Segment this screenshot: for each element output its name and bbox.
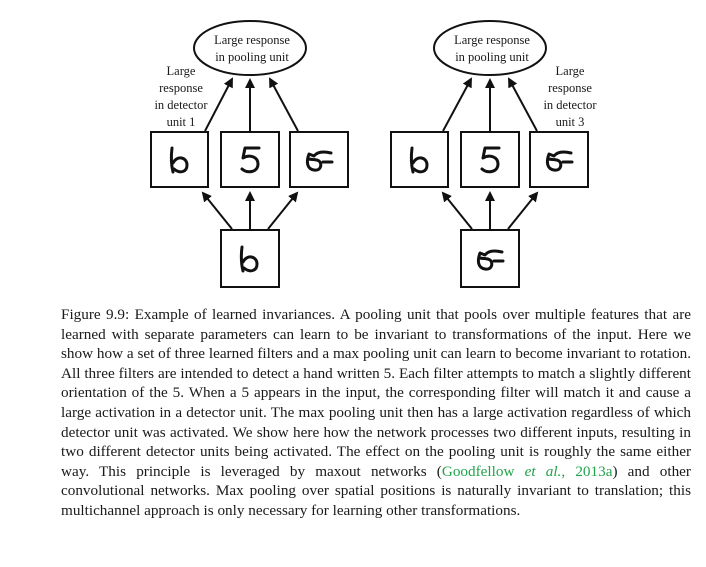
arrow-in-d1-left	[201, 191, 233, 230]
arrow-d3-pool-right	[508, 77, 538, 132]
detector-note-left-line2: response	[159, 81, 203, 95]
detector-note-right-line3: in detector	[543, 98, 597, 112]
detector-note-right-line2: response	[548, 81, 592, 95]
citation-author: Goodfellow	[441, 462, 525, 480]
arrow-d1-pool-left	[204, 77, 233, 132]
invariance-figure: Large response in pooling unit Large res…	[150, 20, 597, 288]
citation-etal: et al.	[524, 462, 562, 480]
detector-note-right-line1: Large	[556, 64, 585, 78]
arrow-d3-pool-left	[269, 77, 299, 132]
detector-note-left-line4: unit 1	[167, 115, 196, 129]
detector-note-right: Large response in detector unit 3	[543, 64, 597, 129]
pooling-unit-left	[193, 20, 307, 76]
detector-box-right-1	[390, 131, 449, 188]
pooling-label-left-line2: in pooling unit	[215, 50, 289, 64]
arrow-in-d1-right	[441, 191, 473, 230]
caption-text-end: ) and other convolutional networks. Max …	[61, 462, 691, 519]
pooling-label-right-line2: in pooling unit	[455, 50, 529, 64]
pooling-label-right-line1: Large response	[454, 33, 530, 47]
detector-box-left-2	[220, 131, 280, 188]
caption-text: Figure 9.9: Example of learned invarianc…	[61, 306, 691, 480]
arrow-d1-pool-right	[442, 77, 472, 132]
input-box-left	[220, 229, 280, 288]
left-network: Large response in pooling unit Large res…	[150, 20, 349, 288]
pooling-label-left-line1: Large response	[214, 33, 290, 47]
pooling-unit-right	[433, 20, 547, 76]
detector-box-right-2	[460, 131, 520, 188]
arrow-in-d3-right	[507, 191, 539, 230]
input-box-right	[460, 229, 520, 288]
detector-note-left-line1: Large	[167, 64, 196, 78]
arrow-in-d3-left	[267, 191, 299, 230]
citation-year: , 2013a	[561, 462, 613, 480]
figure-caption: Figure 9.9: Example of learned invarianc…	[61, 305, 691, 521]
citation-link[interactable]: Goodfellow et al., 2013a	[442, 463, 613, 480]
right-network: Large response in pooling unit Large res…	[390, 20, 597, 288]
detector-note-left-line3: in detector	[154, 98, 208, 112]
detector-note-right-line4: unit 3	[556, 115, 585, 129]
detector-box-left-1	[150, 131, 209, 188]
detector-note-left: Large response in detector unit 1	[154, 64, 208, 129]
